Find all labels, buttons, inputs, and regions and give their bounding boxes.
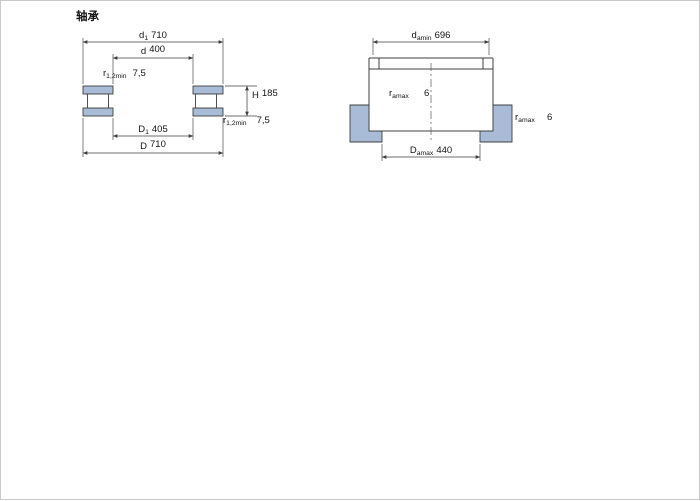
- dim-label-ramax-outer: ramax: [515, 112, 535, 124]
- dim-ramax-inner: ramax 6: [389, 88, 429, 100]
- housing-shoulder-left: [349, 104, 383, 143]
- roller-left: [87, 93, 109, 109]
- dim-value-ramax-outer: 6: [547, 112, 552, 123]
- roller-sections: [87, 93, 217, 109]
- housing-washer-left-section: [82, 107, 114, 117]
- dim-ramax-outer: ramax 6: [515, 112, 552, 124]
- roller-right: [195, 93, 217, 109]
- housing-washer-right-section: [192, 107, 224, 117]
- shaft-washer-left-section: [82, 85, 114, 95]
- dim-value-ramax-inner: 6: [424, 88, 429, 99]
- shaft-washer-right-section: [192, 85, 224, 95]
- bearing-outline: [368, 57, 494, 142]
- housing-shoulder-sections: [349, 104, 513, 143]
- housing-shoulder-right: [479, 104, 513, 143]
- drawing-title: 轴承: [76, 9, 99, 23]
- dim-label-ramax-inner: ramax: [389, 88, 409, 100]
